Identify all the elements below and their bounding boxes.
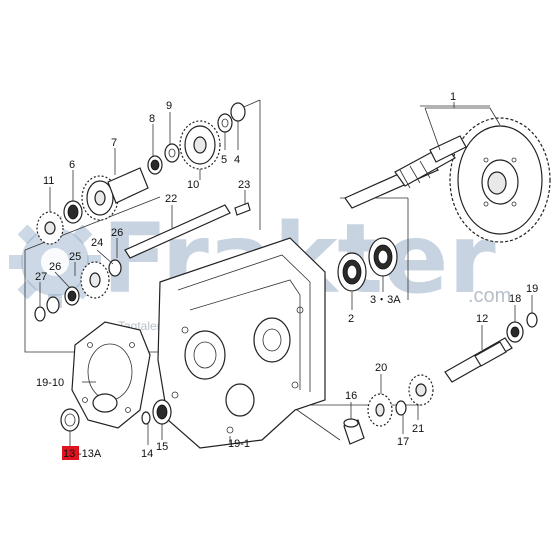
bearing-3 [368,237,398,277]
label-25: 25 [69,251,81,263]
washer-24 [108,259,122,277]
label-6: 6 [69,159,75,171]
bearing-26 [64,286,80,306]
pin-23 [234,202,251,216]
washer-27 [34,296,60,322]
gear-20 [367,393,393,427]
label-1: 1 [450,91,456,103]
gear-25 [80,261,110,299]
watermark-suffix: .com [468,285,511,307]
label-12: 12 [476,313,488,325]
label-8: 8 [149,113,155,125]
bearing-18 [506,321,524,343]
label-10: 10 [187,179,199,191]
snap-ring-19 [526,312,538,328]
bushing-16 [343,418,365,445]
shaft-22 [124,204,231,259]
washer-5 [217,113,233,133]
label-26-lower: 26 [49,261,61,273]
label-4: 4 [234,154,240,166]
washer-9 [164,143,180,163]
label-20: 20 [375,362,387,374]
bearing-8 [147,155,163,175]
label-9: 9 [166,100,172,112]
coupling-21 [408,374,434,406]
label-19-1: 19-1 [228,438,250,450]
shaft-12 [444,337,513,383]
label-24: 24 [91,237,103,249]
bearing-6 [63,200,83,224]
label-23: 23 [238,179,250,191]
label-27: 27 [35,271,47,283]
leader-lines [39,102,533,448]
label-17: 17 [397,436,409,448]
label-26-upper: 26 [111,227,123,239]
label-13a: -13A [78,448,102,460]
label-19-10: 19-10 [36,377,64,389]
bearing-2 [337,252,367,292]
gear-7 [81,167,149,221]
label-5: 5 [221,154,227,166]
part-labels: 1 2 3・3A 4 5 6 7 8 9 10 11 12 13 -13A 14… [35,91,538,460]
bearing-15 [152,399,172,425]
highlight-box [62,446,79,460]
ring-gear [449,117,551,243]
seal-13 [60,408,80,432]
side-cover [71,321,151,429]
label-22: 22 [165,193,177,205]
label-13-highlighted: 13 [63,448,75,460]
label-19: 19 [526,283,538,295]
pinion-shaft [344,135,467,209]
washer-17 [395,400,407,416]
washer-14 [141,411,151,425]
gear-10 [179,120,221,170]
label-3-3a: 3・3A [370,294,401,306]
label-21: 21 [412,423,424,435]
label-2: 2 [348,313,354,325]
label-7: 7 [111,137,117,149]
label-16: 16 [345,390,357,402]
snap-ring-4 [230,102,246,122]
label-15: 15 [156,441,168,453]
label-18: 18 [509,293,521,305]
gear-11 [36,211,64,245]
transmission-housing [157,237,326,449]
label-11: 11 [43,175,54,187]
label-14: 14 [141,448,153,460]
